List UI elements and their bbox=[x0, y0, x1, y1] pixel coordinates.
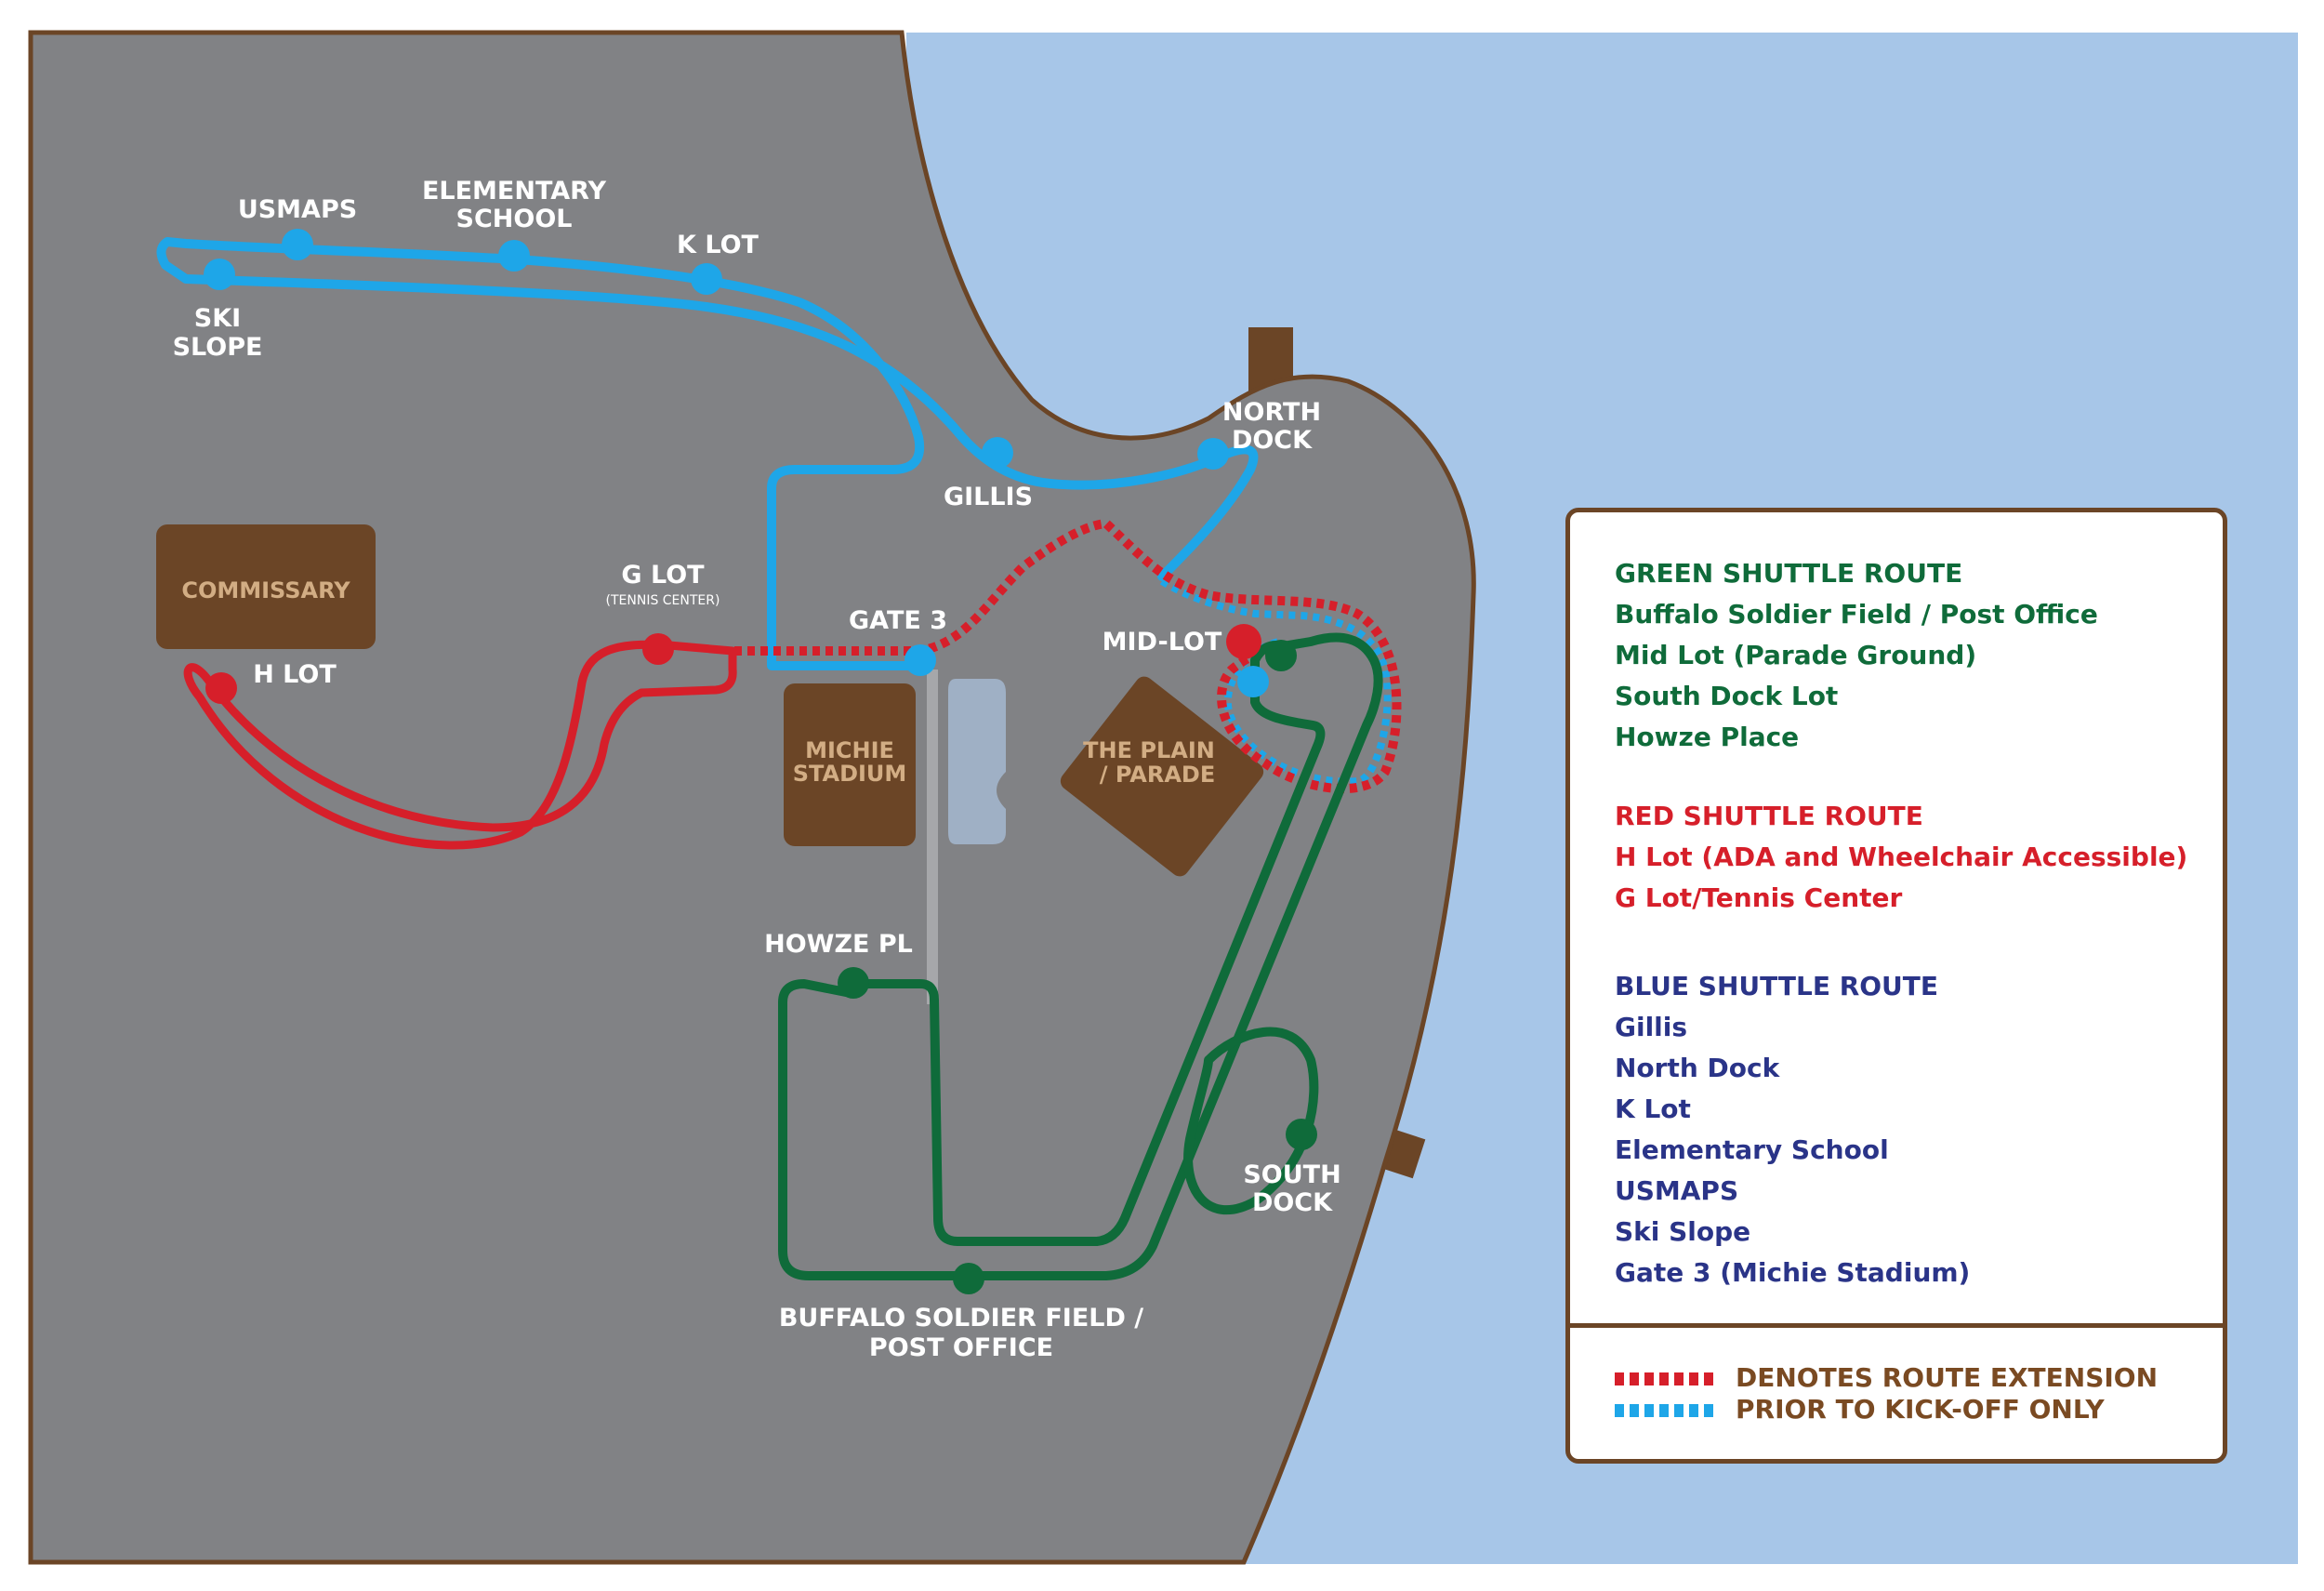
legend-blue-item: K Lot bbox=[1615, 1094, 1691, 1124]
legend-blue-item: Gillis bbox=[1615, 1012, 1688, 1042]
legend-blue-item: North Dock bbox=[1615, 1053, 1780, 1083]
blue-extension-path bbox=[1159, 577, 1392, 786]
legend-green-item: Howze Place bbox=[1615, 722, 1800, 752]
label-elementary-1: ELEMENTARY bbox=[422, 177, 607, 206]
stop-g-lot[interactable] bbox=[642, 633, 674, 665]
label-buffalo-2: POST OFFICE bbox=[869, 1333, 1053, 1362]
stop-usmaps[interactable] bbox=[282, 229, 313, 260]
label-north-dock-2: DOCK bbox=[1232, 426, 1313, 455]
label-commissary: COMMISSARY bbox=[181, 577, 350, 603]
red-dashed-swatch bbox=[1615, 1372, 1719, 1385]
legend-divider bbox=[1570, 1323, 2223, 1328]
label-michie-2: STADIUM bbox=[793, 761, 907, 787]
label-michie-1: MICHIE bbox=[805, 737, 894, 763]
legend-blue-title: BLUE SHUTTLE ROUTE bbox=[1615, 971, 1939, 1001]
label-elementary-2: SCHOOL bbox=[456, 205, 573, 233]
stop-mid-lot-blue[interactable] bbox=[1237, 666, 1269, 697]
label-howze-pl: HOWZE PL bbox=[764, 930, 913, 959]
legend-note-line-2: PRIOR TO KICK-OFF ONLY bbox=[1615, 1394, 2158, 1425]
legend-red-item: G Lot/Tennis Center bbox=[1615, 882, 1903, 913]
stop-mid-lot-green[interactable] bbox=[1265, 640, 1297, 671]
legend-blue-item: Elementary School bbox=[1615, 1134, 1889, 1165]
label-gillis: GILLIS bbox=[944, 483, 1033, 511]
label-usmaps: USMAPS bbox=[238, 195, 357, 224]
legend-note: DENOTES ROUTE EXTENSION PRIOR TO KICK-OF… bbox=[1615, 1362, 2158, 1425]
stop-buffalo-soldier-field[interactable] bbox=[953, 1263, 984, 1294]
legend-note-text-2: PRIOR TO KICK-OFF ONLY bbox=[1736, 1394, 2105, 1425]
commissary-building bbox=[156, 524, 376, 649]
legend-red-title: RED SHUTTLE ROUTE bbox=[1615, 801, 1923, 831]
label-ski-2: SLOPE bbox=[173, 333, 263, 362]
land bbox=[28, 30, 1476, 1565]
label-mid-lot: MID-LOT bbox=[1103, 628, 1222, 656]
label-plain-1: THE PLAIN bbox=[1083, 737, 1215, 763]
stop-south-dock[interactable] bbox=[1286, 1119, 1317, 1150]
legend-blue-item: USMAPS bbox=[1615, 1175, 1739, 1206]
legend-note-text-1: DENOTES ROUTE EXTENSION bbox=[1736, 1362, 2159, 1393]
label-south-dock-1: SOUTH bbox=[1243, 1160, 1340, 1189]
green-south-dock-loop bbox=[1183, 1027, 1319, 1215]
label-north-dock-1: NORTH bbox=[1222, 398, 1321, 427]
legend-green-item: Mid Lot (Parade Ground) bbox=[1615, 640, 1977, 670]
label-h-lot: H LOT bbox=[253, 660, 337, 689]
road bbox=[927, 670, 938, 1004]
stop-mid-lot-red[interactable] bbox=[1226, 624, 1261, 659]
label-south-dock-2: DOCK bbox=[1252, 1188, 1333, 1217]
parking-area bbox=[948, 679, 1006, 844]
legend-blue-section: BLUE SHUTTLE ROUTE Gillis North Dock K L… bbox=[1615, 966, 1970, 1293]
label-ski-1: SKI bbox=[194, 304, 241, 333]
the-plain-building bbox=[1060, 676, 1264, 877]
stop-north-dock[interactable] bbox=[1197, 438, 1229, 470]
red-route-path bbox=[183, 640, 737, 850]
label-g-lot-sub: (TENNIS CENTER) bbox=[606, 593, 720, 608]
legend-panel: GREEN SHUTTLE ROUTE Buffalo Soldier Fiel… bbox=[1565, 508, 2227, 1464]
blue-dashed-swatch bbox=[1615, 1404, 1719, 1417]
red-extension-path bbox=[734, 518, 1402, 794]
legend-blue-item: Ski Slope bbox=[1615, 1216, 1751, 1247]
legend-green-title: GREEN SHUTTLE ROUTE bbox=[1615, 558, 1963, 589]
label-plain-2: / PARADE bbox=[1100, 762, 1215, 788]
legend-green-section: GREEN SHUTTLE ROUTE Buffalo Soldier Fiel… bbox=[1615, 553, 2098, 758]
legend-green-item: South Dock Lot bbox=[1615, 681, 1839, 711]
stop-k-lot[interactable] bbox=[691, 263, 722, 295]
stop-howze-pl[interactable] bbox=[838, 967, 869, 999]
legend-blue-item: Gate 3 (Michie Stadium) bbox=[1615, 1257, 1971, 1288]
legend-green-item: Buffalo Soldier Field / Post Office bbox=[1615, 599, 2098, 630]
stop-gillis[interactable] bbox=[982, 437, 1013, 469]
legend-red-item: H Lot (ADA and Wheelchair Accessible) bbox=[1615, 842, 2188, 872]
stop-gate-3[interactable] bbox=[905, 644, 936, 676]
stop-ski-slope[interactable] bbox=[204, 259, 235, 290]
legend-red-section: RED SHUTTLE ROUTE H Lot (ADA and Wheelch… bbox=[1615, 796, 2187, 919]
legend-note-line-1: DENOTES ROUTE EXTENSION bbox=[1615, 1362, 2158, 1394]
label-gate-3: GATE 3 bbox=[849, 606, 947, 635]
stop-h-lot[interactable] bbox=[205, 672, 237, 704]
label-g-lot: G LOT bbox=[621, 561, 705, 590]
michie-stadium-building bbox=[784, 683, 916, 846]
stop-elementary-school[interactable] bbox=[498, 240, 530, 272]
label-buffalo-1: BUFFALO SOLDIER FIELD / bbox=[779, 1304, 1143, 1332]
label-k-lot: K LOT bbox=[677, 231, 759, 259]
